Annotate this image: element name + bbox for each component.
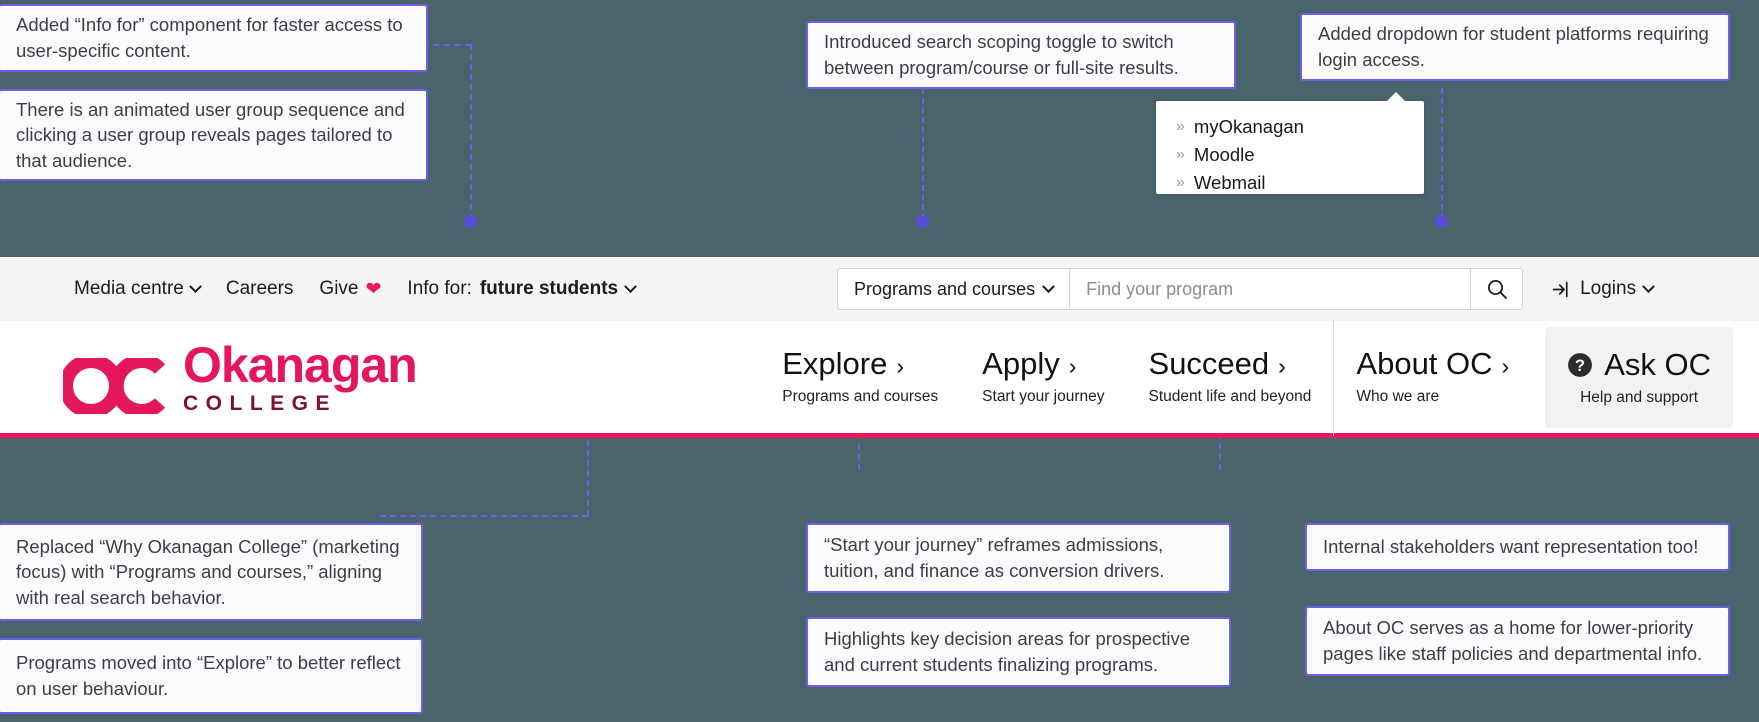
nav-title: About OC [1356, 346, 1493, 382]
nav-subtitle: Programs and courses [782, 387, 939, 405]
logins-dropdown-panel: » myOkanagan » Moodle » Webmail [1156, 92, 1424, 197]
annotation-text: There is an animated user group sequence… [16, 98, 405, 171]
search-scope-dropdown[interactable]: Programs and courses [838, 269, 1071, 309]
annotation-text: Highlights key decision areas for prospe… [824, 628, 1191, 675]
annotation-replaced-why-okanagan: Replaced “Why Okanagan College” (marketi… [0, 523, 423, 621]
annotation-text: Replaced “Why Okanagan College” (marketi… [16, 535, 400, 608]
logo-wordmark: Okanagan COLLEGE [183, 337, 418, 415]
chevron-down-icon [188, 279, 202, 293]
connector-dot-logins [1435, 215, 1448, 228]
svg-text:?: ? [1575, 357, 1585, 375]
search-input[interactable] [1070, 269, 1471, 309]
annotation-logins-dropdown: Added dropdown for student platforms req… [1300, 13, 1730, 81]
heart-icon: ❤ [365, 278, 382, 300]
utility-item-give[interactable]: Give ❤ [319, 278, 381, 300]
ask-oc-title-row: ? Ask OC [1567, 347, 1711, 383]
annotation-key-decision-areas: Highlights key decision areas for prospe… [806, 617, 1231, 687]
logins-menu[interactable]: Logins [1551, 278, 1655, 300]
search-scope-label: Programs and courses [854, 278, 1036, 299]
nav-title: Apply [982, 346, 1060, 382]
question-circle-icon: ? [1568, 353, 1593, 377]
logins-dropdown-item-label: Webmail [1193, 172, 1266, 193]
nav-title-row: Apply › [982, 346, 1104, 382]
annotation-text: Programs moved into “Explore” to better … [16, 652, 401, 699]
main-header: Okanagan COLLEGE Explore › Programs and … [0, 318, 1759, 438]
nav-title: Explore [782, 346, 888, 382]
info-for-value: future students [479, 278, 619, 299]
logo-subword: COLLEGE [183, 392, 338, 415]
annotation-info-for-component: Added “Info for” component for faster ac… [0, 4, 428, 72]
annotation-start-your-journey: “Start your journey” reframes admissions… [806, 523, 1231, 593]
dropdown-caret-icon [1386, 92, 1406, 102]
annotation-animated-user-group: There is an animated user group sequence… [0, 89, 428, 181]
nav-subtitle: Student life and beyond [1148, 387, 1312, 405]
main-navigation: Explore › Programs and courses Apply › S… [760, 318, 1759, 436]
info-for-selector[interactable]: Info for: future students [407, 278, 637, 300]
ask-oc-subtitle: Help and support [1580, 389, 1699, 406]
chevron-right-icon: › [1501, 353, 1510, 380]
nav-subtitle: Start your journey [982, 387, 1105, 405]
okanagan-college-logo[interactable]: Okanagan COLLEGE [63, 337, 418, 415]
double-chevron-right-icon: » [1176, 146, 1185, 163]
nav-item-about-oc[interactable]: About OC › Who we are [1333, 318, 1531, 436]
logins-dropdown-item-label: Moodle [1193, 144, 1255, 165]
annotation-about-oc-home: About OC serves as a home for lower-prio… [1305, 606, 1730, 676]
info-for-prefix: Info for: [407, 278, 472, 299]
annotation-programs-moved-explore: Programs moved into “Explore” to better … [0, 638, 423, 714]
annotation-text: Added “Info for” component for faster ac… [16, 14, 403, 61]
ask-oc-button[interactable]: ? Ask OC Help and support [1545, 326, 1733, 428]
nav-title-row: About OC › [1356, 346, 1510, 382]
nav-title-row: Explore › [782, 346, 938, 382]
logins-label: Logins [1580, 278, 1637, 299]
annotation-search-scoping-toggle: Introduced search scoping toggle to swit… [806, 21, 1236, 89]
double-chevron-right-icon: » [1176, 118, 1185, 135]
logins-dropdown-item-moodle[interactable]: » Moodle [1156, 141, 1424, 169]
logins-dropdown-item-myokanagan[interactable]: » myOkanagan [1156, 113, 1424, 141]
connector-explore-vertical [587, 381, 589, 516]
annotation-text: Introduced search scoping toggle to swit… [824, 31, 1179, 78]
chevron-right-icon: › [1068, 353, 1077, 380]
annotation-internal-stakeholders: Internal stakeholders want representatio… [1305, 523, 1730, 571]
nav-item-succeed[interactable]: Succeed › Student life and beyond [1127, 319, 1334, 436]
connector-infofor-vertical [470, 44, 472, 220]
annotation-text: Internal stakeholders want representatio… [1323, 536, 1699, 558]
search-box: Programs and courses [837, 268, 1524, 310]
search-icon [1487, 280, 1507, 299]
chevron-right-icon: › [896, 353, 905, 380]
utility-item-label: Give [319, 278, 359, 299]
double-chevron-right-icon: » [1176, 174, 1185, 191]
oc-monogram-icon [63, 358, 166, 414]
utility-nav-items: Media centre Careers Give ❤ Info for: fu… [74, 278, 637, 300]
chevron-down-icon [1642, 279, 1655, 293]
chevron-right-icon: › [1278, 353, 1286, 380]
search-submit-button[interactable] [1470, 269, 1523, 309]
nav-item-explore[interactable]: Explore › Programs and courses [760, 319, 960, 436]
nav-item-apply[interactable]: Apply › Start your journey [960, 319, 1126, 436]
nav-subtitle: Who we are [1356, 387, 1440, 405]
utility-item-careers[interactable]: Careers [226, 278, 294, 300]
annotation-text: Added dropdown for student platforms req… [1318, 23, 1709, 70]
connector-logins-vertical [1441, 88, 1443, 220]
chevron-down-icon [1042, 279, 1055, 293]
connector-explore-horizontal [380, 515, 588, 517]
logins-dropdown-item-label: myOkanagan [1193, 116, 1304, 137]
annotation-text: About OC serves as a home for lower-prio… [1323, 617, 1703, 664]
utility-item-label: Careers [225, 278, 294, 299]
search-cluster: Programs and courses Logins [837, 257, 1655, 321]
login-arrow-icon [1552, 281, 1568, 297]
ask-oc-title: Ask OC [1604, 347, 1711, 382]
connector-dot-search [916, 215, 929, 228]
annotation-text: “Start your journey” reframes admissions… [824, 534, 1165, 581]
chevron-down-icon [624, 279, 637, 293]
logo-word: Okanagan [183, 337, 418, 393]
connector-dot-infofor [464, 215, 477, 228]
nav-title-row: Succeed › [1148, 346, 1312, 382]
utility-item-label: Media centre [74, 278, 184, 299]
nav-title: Succeed [1148, 346, 1270, 382]
logins-dropdown-item-webmail[interactable]: » Webmail [1156, 169, 1424, 197]
connector-search-vertical [922, 88, 924, 220]
utility-item-media-centre[interactable]: Media centre [74, 278, 202, 300]
